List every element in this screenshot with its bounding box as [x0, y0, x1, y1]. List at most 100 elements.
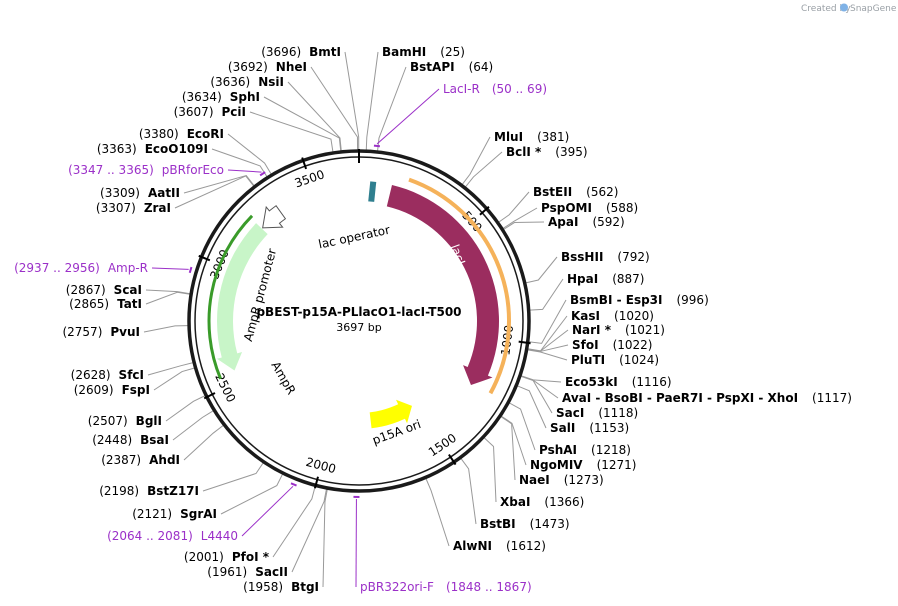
tick-mark [518, 340, 531, 345]
site-position: (2001) [184, 550, 224, 564]
site-position: (1366) [544, 495, 584, 509]
site-name: PfoI * [232, 550, 270, 564]
site-label-bsteii: BstEII (562) [533, 185, 618, 199]
site-leader-line [498, 191, 530, 223]
primer-label-laci-r: LacI-R(50 .. 69) [443, 82, 547, 96]
site-position: (3363) [97, 142, 137, 156]
site-leader-line [527, 344, 569, 352]
site-labels: (3696)BmtI(3692)NheI(3636)NsiI(3634)SphI… [62, 45, 851, 594]
site-leader-line [529, 278, 564, 311]
feature-label: lac operator [317, 223, 391, 252]
site-position: (1022) [613, 338, 653, 352]
site-leader-line [322, 488, 328, 588]
site-position: (562) [586, 185, 618, 199]
primer-marker [259, 171, 266, 177]
site-leader-line [500, 416, 516, 481]
tick-label: 2500 [212, 371, 238, 405]
site-position: (3634) [182, 90, 222, 104]
site-label-sfci: (2628)SfcI [71, 368, 144, 382]
site-label-eco53ki: Eco53kI(1116) [565, 375, 672, 389]
primer-leader-line [241, 485, 294, 537]
site-position: (1116) [632, 375, 672, 389]
tick-mark [313, 476, 319, 489]
site-leader-line [310, 66, 359, 151]
site-name: EcoRI [187, 127, 224, 141]
site-label-saci: SacI(1118) [556, 406, 638, 420]
site-label-pshai: PshAI(1218) [539, 443, 631, 457]
site-position: (25) [440, 45, 465, 59]
site-leader-line [525, 256, 558, 284]
feature-label: AmpR [268, 359, 298, 397]
site-name: SfcI [119, 368, 144, 382]
primer-label-amp-r: (2937 .. 2956)Amp-R [14, 261, 148, 275]
site-position: (2121) [132, 507, 172, 521]
site-label-bstapi: BstAPI(64) [410, 60, 493, 74]
site-leader-line [174, 175, 255, 209]
site-leader-line [172, 410, 214, 441]
site-leader-line [147, 362, 194, 376]
primer-label-l4440: (2064 .. 2081)L4440 [107, 529, 238, 543]
site-position: (1020) [614, 309, 654, 323]
site-position: (2757) [62, 325, 102, 339]
site-label-bmti: (3696)BmtI [261, 45, 341, 59]
site-leader-line [520, 375, 553, 414]
tick-label: 3500 [293, 167, 326, 190]
site-label-bgli: (2507)BglI [88, 414, 162, 428]
site-position: (1218) [591, 443, 631, 457]
site-label-xbai: XbaI(1366) [500, 495, 584, 509]
site-name: BstEII [533, 185, 572, 199]
site-name: AatII [148, 186, 180, 200]
tick-mark [203, 392, 216, 400]
site-label-avai-bsobi-paer7i-pspxi-xhoi: AvaI - BsoBI - PaeR7I - PspXI - XhoI(111… [562, 391, 852, 405]
site-name: BstAPI [410, 60, 455, 74]
primer-range: (1848 .. 1867) [446, 580, 532, 594]
credit-brand: SnapGene [850, 4, 897, 14]
site-label-pluti: PluTI(1024) [571, 353, 659, 367]
site-name: AhdI [149, 453, 180, 467]
primer-name: pBRforEco [162, 163, 224, 177]
site-label-sgrai: (2121) SgrAI [132, 507, 217, 521]
primer-label-pbrforeco: (3347 .. 3365)pBRforEco [68, 163, 224, 177]
credit-prefix: Created by [801, 4, 851, 14]
site-label-nsii: (3636)NsiI [210, 75, 284, 89]
ampR-region-arc [207, 214, 254, 380]
primer-markers [151, 88, 440, 588]
site-leader-line [291, 488, 327, 573]
site-position: (395) [555, 145, 587, 159]
site-position: (592) [592, 215, 624, 229]
site-label-pfoi: (2001) PfoI * [184, 550, 270, 564]
site-label-aatii: (3309)AatII [100, 186, 180, 200]
site-name: SgrAI [180, 507, 217, 521]
site-position: (3692) [228, 60, 268, 74]
site-leader-line [165, 395, 206, 422]
site-leader-line [183, 424, 224, 461]
site-leader-line [202, 462, 264, 492]
site-label-apai: ApaI(592) [548, 215, 625, 229]
site-label-sfoi: SfoI(1022) [572, 338, 652, 352]
site-position: (3380) [139, 127, 179, 141]
primer-name: pBR322ori-F [360, 580, 434, 594]
site-name: BstZ17I [147, 484, 199, 498]
site-position: (1473) [530, 517, 570, 531]
site-name: SacII [255, 565, 288, 579]
site-leader-line [227, 133, 272, 175]
site-position: (2448) [92, 433, 132, 447]
site-position: (1117) [812, 391, 852, 405]
site-label-bamhi: BamHI(25) [382, 45, 465, 59]
site-label-zrai: (3307)ZraI [96, 201, 171, 215]
site-leader-line [183, 175, 255, 194]
site-position: (1024) [619, 353, 659, 367]
site-leader-line [249, 111, 334, 153]
site-leader-line [377, 66, 407, 152]
site-position: (1118) [598, 406, 638, 420]
site-name: BsmBI - Esp3I [570, 293, 662, 307]
site-leader-line [502, 207, 538, 229]
site-position: (1273) [564, 473, 604, 487]
primer-name: LacI-R [443, 82, 480, 96]
site-name: KasI [571, 309, 600, 323]
site-position: (3607) [174, 105, 214, 119]
site-position: (1021) [625, 323, 665, 337]
site-name: BsaI [140, 433, 169, 447]
site-position: (3307) [96, 201, 136, 215]
